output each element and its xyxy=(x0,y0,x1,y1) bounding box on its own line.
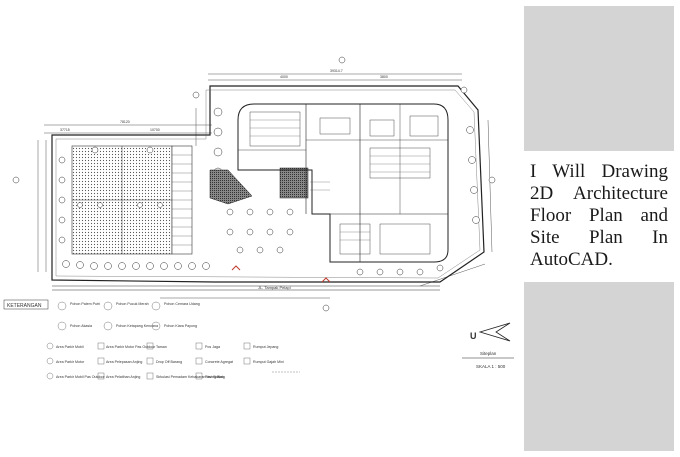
legend-item: Paving Blok xyxy=(205,375,224,379)
svg-text:10700: 10700 xyxy=(150,128,160,132)
svg-text:39314.7: 39314.7 xyxy=(330,69,343,73)
tree-symbols xyxy=(58,107,480,276)
legend-item: Sirkulasi Pemadam Kebakaran dan Barang xyxy=(156,375,225,379)
legend-item: Pohon Ketapang Kencana xyxy=(116,324,158,328)
main-building xyxy=(237,103,449,263)
street-label: JL. Tampak Pelapi xyxy=(258,285,291,290)
svg-text:37715: 37715 xyxy=(60,128,70,132)
legend-item: Pohon Palem Putri xyxy=(70,302,100,306)
svg-text:3800: 3800 xyxy=(380,75,388,79)
drop-off-area xyxy=(209,169,253,205)
site-boundary xyxy=(51,85,485,283)
legend-item: Drop Off Barang xyxy=(156,360,182,364)
road xyxy=(52,285,440,291)
plan-title: Siteplan xyxy=(480,351,497,356)
legend-item: Pohon Cemara Udang xyxy=(164,302,200,306)
legend-item: Rumput Jepang xyxy=(253,345,278,349)
legend: KETERANGAN Pohon Palem Putri Pohon Pucuk… xyxy=(3,299,300,380)
side-panel-top xyxy=(524,6,674,151)
dimension-lines xyxy=(37,73,493,299)
legend-item: Pohon Kiara Payung xyxy=(164,324,197,328)
svg-text:4000: 4000 xyxy=(280,75,288,79)
side-panel-bottom xyxy=(524,282,674,451)
legend-item: Area Pelepasan Anjing xyxy=(106,360,142,364)
legend-item: Area Parkir Mobil xyxy=(56,345,84,349)
legend-item: Pohon Akasia xyxy=(70,324,92,328)
plan-scale: SKALA 1 : 500 xyxy=(476,364,506,369)
legend-item: Taman xyxy=(156,345,167,349)
gig-headline: I Will Drawing 2D Architecture Floor Pla… xyxy=(530,161,668,270)
legend-item: Area Parkir Motor Pas Outdoor xyxy=(106,345,156,349)
north-arrow-icon: U xyxy=(470,322,511,342)
legend-item: Area Parkir Mobil Pas Outdoor xyxy=(56,375,106,379)
legend-item: Area Pelatihan Anjing xyxy=(106,375,140,379)
side-panel-headline: I Will Drawing 2D Architecture Floor Pla… xyxy=(524,156,674,276)
legend-item: Pohon Pucuk Merah xyxy=(116,302,149,306)
legend-item: Rumput Gajah Mini xyxy=(253,360,284,364)
legend-item: Concrete Agregat xyxy=(205,360,233,364)
legend-item: Area Parkir Motor xyxy=(56,360,85,364)
legend-item: Pos Jaga xyxy=(205,345,220,349)
svg-text:78120: 78120 xyxy=(120,120,130,124)
legend-title: KETERANGAN xyxy=(7,303,42,309)
parking-area-left xyxy=(71,145,193,255)
svg-text:U: U xyxy=(470,331,477,341)
